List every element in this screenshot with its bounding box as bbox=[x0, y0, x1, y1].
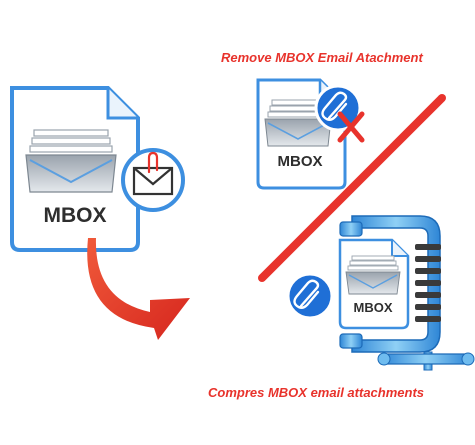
c-clamp-icon bbox=[339, 215, 475, 371]
paperclip-icon bbox=[286, 272, 334, 320]
mbox-file-main bbox=[10, 86, 140, 252]
mbox-label-main: MBOX bbox=[44, 204, 107, 227]
mbox-file-compress bbox=[338, 238, 410, 330]
remove-attachment-caption: Remove MBOX Email Atachment bbox=[221, 50, 423, 65]
inbox-tray-icon bbox=[345, 255, 401, 295]
inbox-tray-icon bbox=[25, 129, 117, 193]
compress-attachment-caption: Compres MBOX email attachments bbox=[208, 385, 425, 400]
mbox-label-remove: MBOX bbox=[278, 153, 323, 170]
diagonal-slash bbox=[258, 94, 446, 282]
paperclip-icon bbox=[314, 84, 362, 132]
mbox-label-compress: MBOX bbox=[354, 300, 393, 315]
envelope-attachment-icon bbox=[121, 148, 185, 212]
red-x-icon bbox=[337, 111, 365, 143]
curved-arrow-icon bbox=[87, 238, 190, 340]
inbox-tray-icon bbox=[264, 99, 332, 147]
